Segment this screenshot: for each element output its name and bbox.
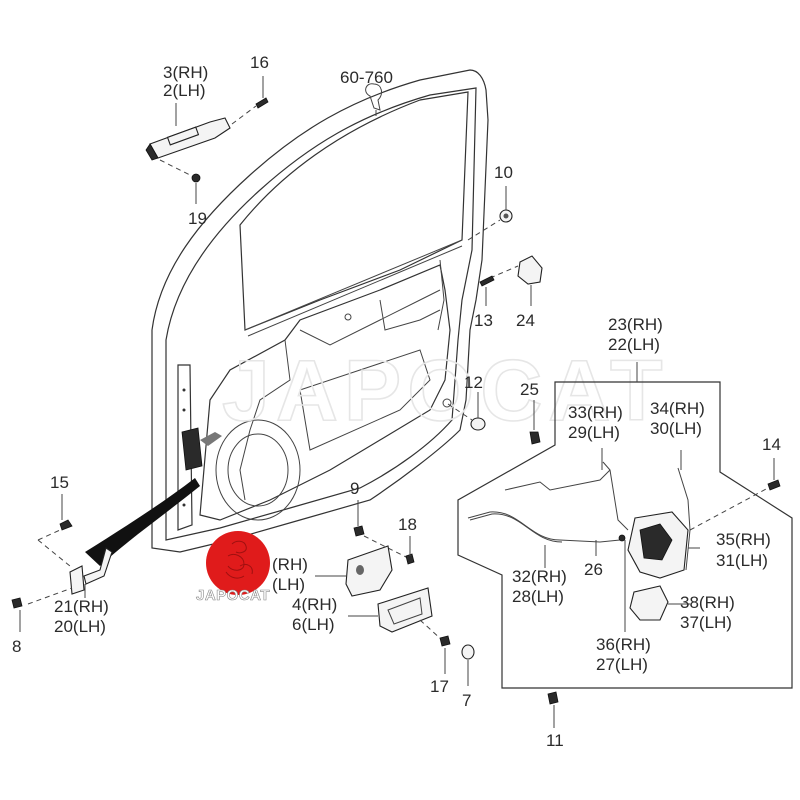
label-36rh: 36(RH) [596, 635, 651, 654]
label-27lh: 27(LH) [596, 655, 648, 674]
label-32rh: 32(RH) [512, 567, 567, 586]
label-9: 9 [350, 479, 359, 498]
label-28lh: 28(LH) [512, 587, 564, 606]
label-15: 15 [50, 473, 69, 492]
lock-assembly-bracket [457, 362, 793, 689]
label-26: 26 [584, 560, 603, 579]
watermark-text: JAPOCAT [222, 343, 669, 439]
label-29lh: 29(LH) [568, 423, 620, 442]
label-hidden-rh: (RH) [272, 555, 308, 574]
label-24: 24 [516, 311, 535, 330]
label-19: 19 [188, 209, 207, 228]
label-17: 17 [430, 677, 449, 696]
label-20lh: 20(LH) [54, 617, 106, 636]
label-38rh: 38(RH) [680, 593, 735, 612]
logo-text: JAPOCAT [196, 587, 270, 604]
label-13: 13 [474, 311, 493, 330]
logo-red-circle [206, 531, 270, 595]
logo-emblem-icon [225, 540, 253, 579]
part-outside-handle [145, 76, 269, 204]
label-hidden-lh: (LH) [272, 575, 305, 594]
callout-labels: 3(RH) 2(LH) 16 19 60-760 10 13 24 12 25 … [12, 53, 781, 750]
label-23rh: 23(RH) [608, 315, 663, 334]
label-18: 18 [398, 515, 417, 534]
part-door-check [11, 494, 113, 632]
label-31lh: 31(LH) [716, 551, 768, 570]
label-6lh: 6(LH) [292, 615, 335, 634]
part-11-clip [547, 691, 559, 705]
label-7: 7 [462, 691, 471, 710]
label-14: 14 [762, 435, 781, 454]
label-8: 8 [12, 637, 21, 656]
label-2lh: 2(LH) [163, 81, 206, 100]
label-60-760: 60-760 [340, 68, 393, 87]
japocat-logo: JAPOCAT [196, 531, 270, 604]
label-3rh: 3(RH) [163, 63, 208, 82]
door-frame [85, 69, 489, 566]
label-12: 12 [464, 373, 483, 392]
label-10: 10 [494, 163, 513, 182]
label-34rh: 34(RH) [650, 399, 705, 418]
label-21rh: 21(RH) [54, 597, 109, 616]
label-25: 25 [520, 380, 539, 399]
label-22lh: 22(LH) [608, 335, 660, 354]
label-30lh: 30(LH) [650, 419, 702, 438]
label-4rh: 4(RH) [292, 595, 337, 614]
part-striker-group [467, 186, 543, 306]
label-37lh: 37(LH) [680, 613, 732, 632]
label-11: 11 [546, 731, 564, 750]
label-16: 16 [250, 53, 269, 72]
part-plug-group [447, 392, 541, 445]
part-inside-handle [315, 500, 475, 686]
label-33rh: 33(RH) [568, 403, 623, 422]
label-35rh: 35(RH) [716, 530, 771, 549]
part-lock-actuator [467, 448, 781, 632]
